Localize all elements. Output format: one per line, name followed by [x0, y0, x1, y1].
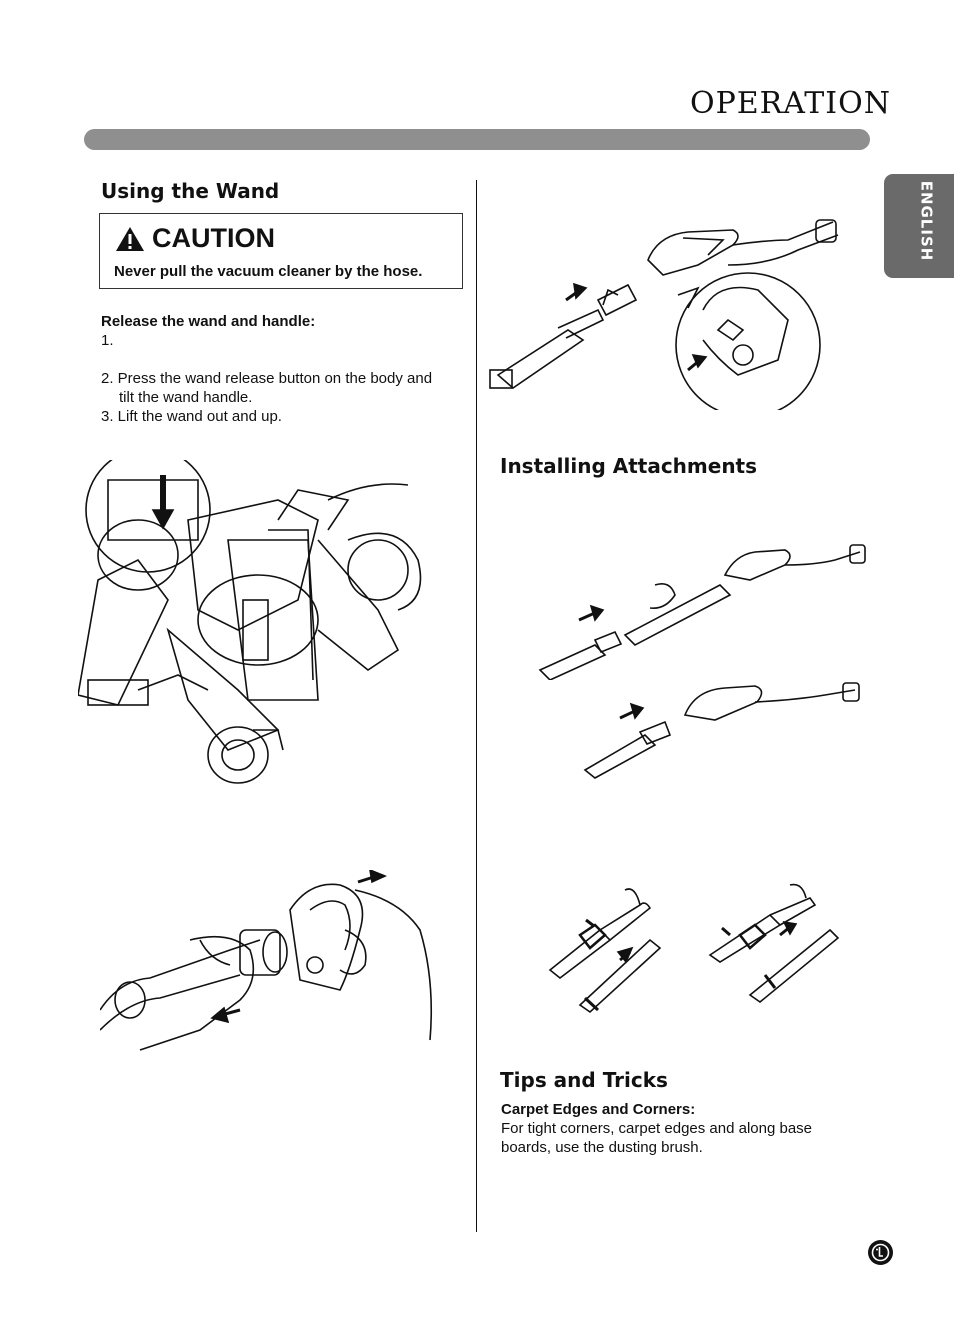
attachment-handle-illustration [575, 680, 865, 780]
tips-subtitle: Carpet Edges and Corners: [501, 1101, 696, 1118]
language-tab-label: ENGLISH [917, 180, 936, 262]
wand-handle-connect-illustration [488, 210, 848, 410]
tips-line-2: boards, use the dusting brush. [501, 1139, 703, 1156]
step-2-continued: tilt the wand handle. [119, 389, 253, 406]
pull-wand-handle-illustration [100, 870, 445, 1055]
attachment-wand-illustration [535, 540, 870, 680]
section-title-installing-attachments: Installing Attachments [500, 454, 758, 478]
dusting-brush-illustration [540, 880, 850, 1020]
warning-triangle-icon [116, 227, 144, 251]
language-tab: ENGLISH [884, 174, 954, 278]
caution-text: Never pull the vacuum cleaner by the hos… [114, 263, 423, 280]
section-title-tips: Tips and Tricks [500, 1068, 668, 1092]
column-divider [476, 180, 477, 1232]
step-2: 2. Press the wand release button on the … [101, 370, 433, 387]
release-heading: Release the wand and handle: [101, 313, 316, 330]
lg-logo-icon [868, 1240, 893, 1265]
step-1: 1. [101, 332, 114, 349]
tips-line-1: For tight corners, carpet edges and alon… [501, 1120, 813, 1137]
caution-box: CAUTION Never pull the vacuum cleaner by… [99, 213, 463, 289]
header-bar [84, 129, 870, 150]
caution-title: CAUTION [152, 223, 275, 253]
vacuum-wand-release-illustration [78, 460, 438, 790]
section-title-using-wand: Using the Wand [101, 179, 280, 203]
page-title: OPERATION [690, 86, 891, 121]
step-3: 3. Lift the wand out and up. [101, 408, 282, 425]
